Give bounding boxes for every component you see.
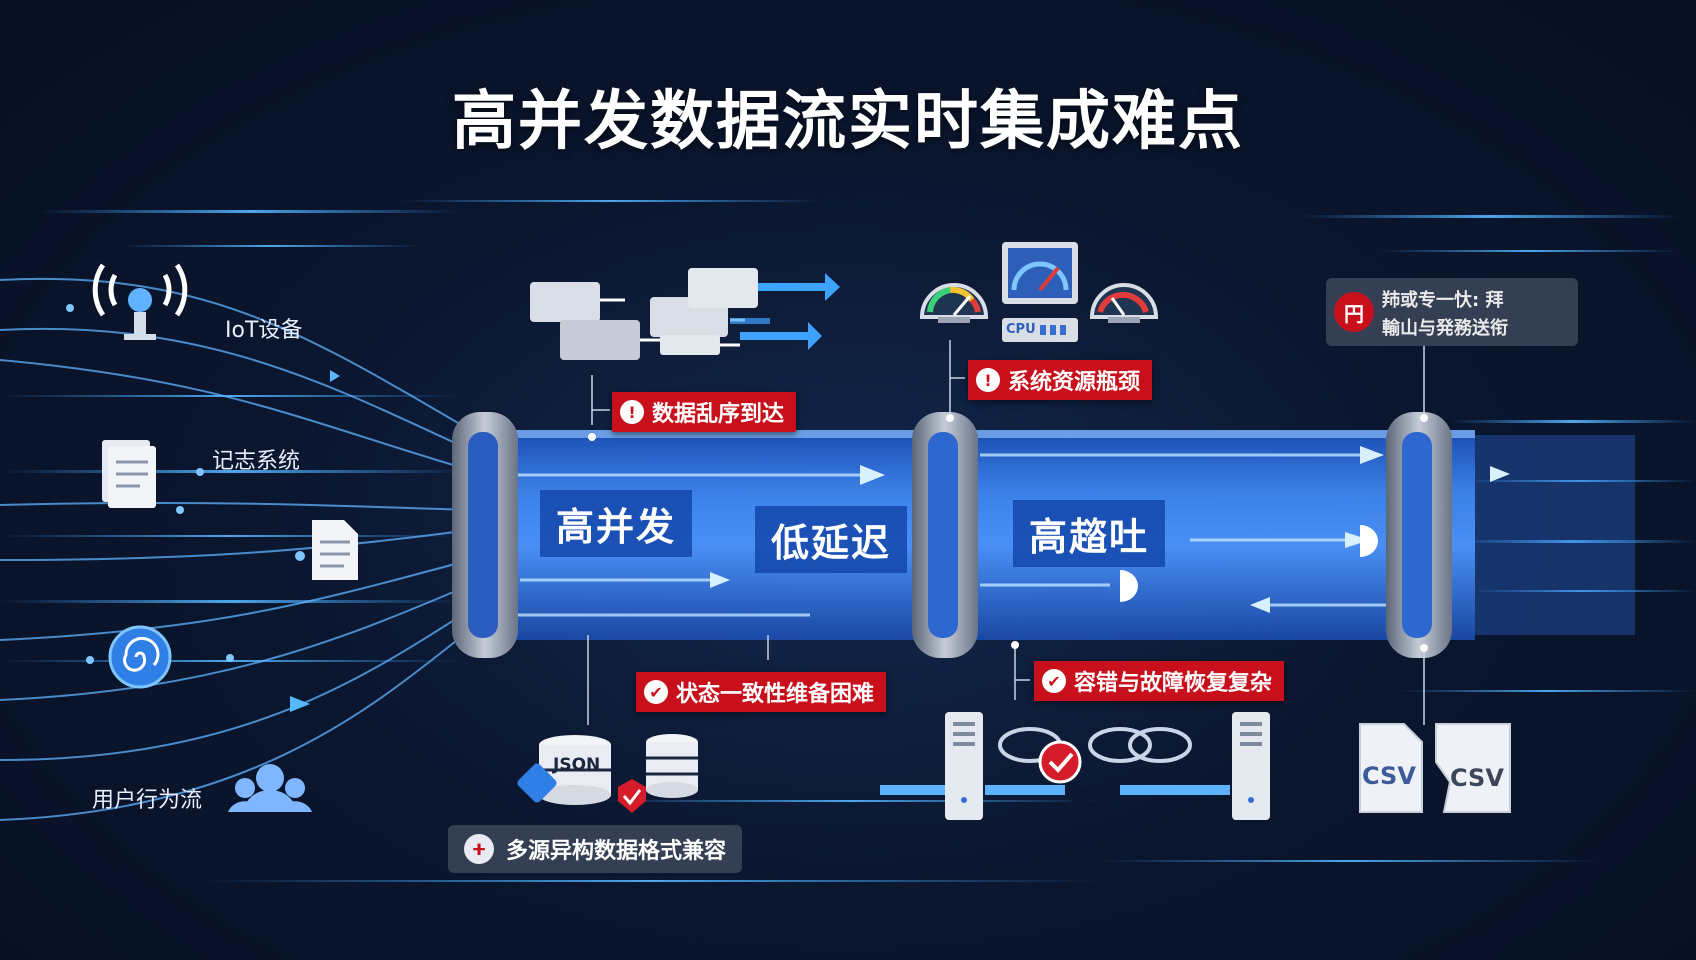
source-label-log: 记志系统 <box>212 449 301 474</box>
check-icon: ✔ <box>644 680 668 704</box>
alert-icon: ! <box>976 368 1000 392</box>
challenge-label: 系统资源瓶颈 <box>1008 370 1141 395</box>
csv-label-2: CSV <box>1450 764 1504 792</box>
challenge-label: 数据乱序到达 <box>652 402 785 427</box>
cpu-label: CPU <box>1006 322 1036 337</box>
alert-icon: ! <box>620 400 644 424</box>
garbled-info-box: 円 䍨或专一忕: 拜 輸山与発務送衔 <box>1326 278 1578 346</box>
challenge-resource: ! 系统资源瓶颈 <box>968 360 1153 400</box>
pipe-label-latency: 低延迟 <box>755 506 908 573</box>
pipe-label-concurrency: 高并发 <box>540 490 693 557</box>
challenge-label: 多源异构数据格式兼容 <box>506 839 727 864</box>
pipe-label-throughput: 高趦吐 <box>1013 500 1166 567</box>
source-label-iot: IoT设备 <box>225 318 303 343</box>
source-label-user: 用户行为流 <box>92 788 203 813</box>
csv-label-1: CSV <box>1362 762 1416 790</box>
warning-icon: 円 <box>1334 292 1374 332</box>
format-icon: ⵜ <box>464 834 494 864</box>
challenge-out-of-order: ! 数据乱序到达 <box>612 392 797 432</box>
challenge-label: 容错与故障恢复复杂 <box>1074 671 1273 696</box>
page-title: 高并发数据流实时集成难点 <box>452 85 1244 159</box>
json-label: JSON <box>553 755 601 775</box>
garbled-line-2: 輸山与発務送衔 <box>1382 318 1508 339</box>
challenge-format: ⵜ 多源异构数据格式兼容 <box>448 825 743 873</box>
garbled-line-1: 䍨或专一忕: 拜 <box>1382 290 1504 311</box>
challenge-state: ✔ 状态一致性维备困难 <box>636 672 887 712</box>
challenge-label: 状态一致性维备困难 <box>676 682 875 707</box>
check-icon: ✔ <box>1042 669 1066 693</box>
challenge-fault: ✔ 容错与故障恢复复杂 <box>1034 661 1285 701</box>
